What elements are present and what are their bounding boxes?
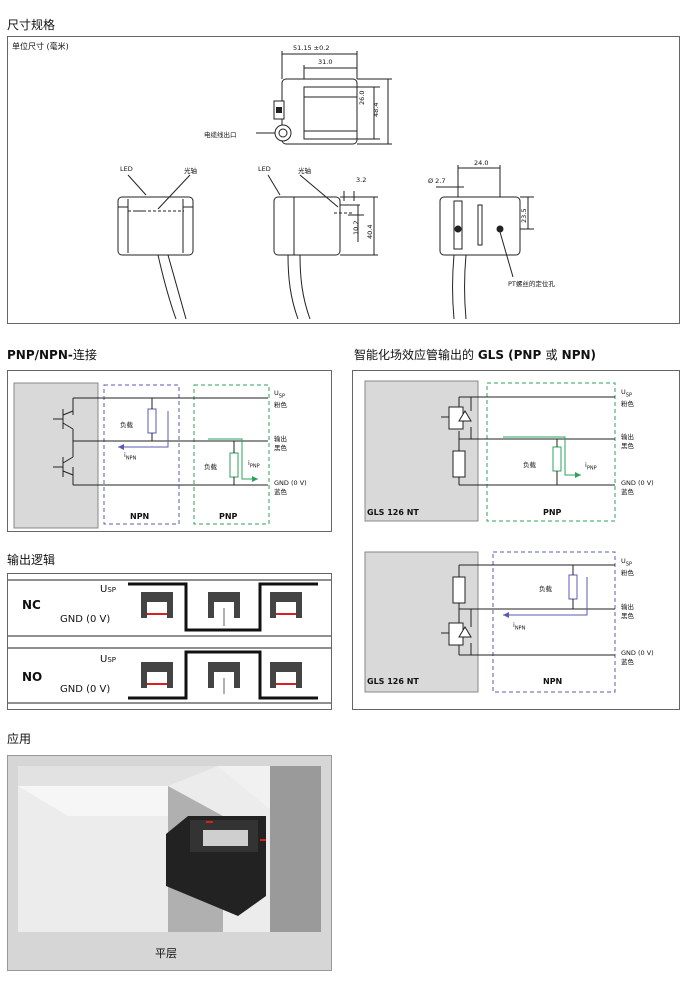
dimensions-panel: 单位尺寸 (毫米) [7,36,680,324]
gls-npn-usp-cn: 粉色 [621,569,634,578]
gls-pnp-load: 负载 [523,461,536,469]
pnp-npn-title: PNP/NPN-连接 [7,346,97,363]
gls-pnp-device: GLS 126 NT [367,508,419,517]
gls-title-pre: 智能化场效应管输出的 [354,348,478,362]
pt-hole-label: PT螺丝的定位孔 [508,280,555,288]
optical-axis-label-side: 光轴 [298,167,311,175]
application-caption: 平层 [155,947,177,960]
gls-npn-gnd-label: GND (0 V) [621,649,654,657]
dim-diameter: Ø 2.7 [428,177,446,185]
gls-npn-usp-sub: SP [625,561,632,568]
gls-pnp-usp-sub: SP [625,392,632,399]
application-title: 应用 [7,732,32,746]
dim-10-2: 10.2 [352,220,360,235]
gls-pnp-type: PNP [543,508,562,517]
gls-diagram [364,380,616,693]
load-label-pnp: 负载 [204,463,217,471]
gls-npn-i-sub: NPN [514,625,526,632]
gls-npn-usp-u: U [621,557,626,565]
npn-label: NPN [130,512,150,521]
inpn-sub: NPN [125,455,137,462]
optical-axis-label-front: 光轴 [184,167,197,175]
gls-pnp-usp-cn: 粉色 [621,400,634,409]
out-label: 输出 [274,435,287,443]
gls-pnp-out-cn: 黑色 [621,442,634,450]
nc-label: NC [22,598,41,612]
application-panel: 平层 [7,755,332,971]
gls-pnp-i-sub: PNP [586,465,597,472]
logic-diagram [8,579,331,704]
pnp-npn-title-rest: 连接 [72,348,97,362]
gls-npn-gnd: GND (0 V)蓝色 [621,649,654,667]
gls-pnp-gnd-cn: 蓝色 [621,488,634,496]
gnd-cn: 蓝色 [274,488,287,496]
logic-usp-u: U [100,584,108,595]
gnd-label: GND (0 V) [274,479,307,487]
gls-npn-load: 负载 [539,585,552,593]
unit-label: 单位尺寸 (毫米) [12,42,69,51]
inpn-i: i [124,451,126,459]
gls-npn-out: 输出黑色 [621,603,634,621]
gls-title-mid: 或 [545,348,558,362]
dim-40-4: 40.4 [366,224,374,239]
output-label-1: 输出黑色 [274,435,287,453]
cable-exit-label: 电缆线出口 [204,131,237,139]
application-image [18,766,321,932]
logic-usp-no: USP [100,654,116,665]
logic-usp-sub2: SP [107,656,116,664]
gls-npn-i: i [513,621,515,629]
gls-title-bold2: NPN) [557,348,597,362]
gls-pnp-usp-u: U [621,388,626,396]
no-label: NO [22,670,43,684]
logic-gnd-nc: GND (0 V) [60,614,111,625]
usp-cn: 粉色 [274,401,287,410]
led-label-side: LED [258,165,271,173]
dimension-drawing [117,51,534,320]
gls-title: 智能化场效应管输出的 GLS (PNP 或 NPN) [354,346,596,363]
gnd-label-1: GND (0 V)蓝色 [274,479,307,497]
gls-pnp-out: 输出黑色 [621,433,634,451]
pnp-npn-diagram [13,382,270,529]
ipnp-sub: PNP [249,463,260,470]
gls-pnp-out-label: 输出 [621,433,634,441]
gls-npn-out-label: 输出 [621,603,634,611]
pnp-npn-title-bold: PNP/NPN- [7,348,73,362]
usp-sub: SP [278,393,285,400]
dim-23-5: 23.5 [520,208,528,223]
connector-icon [276,107,282,113]
ipnp-i: i [248,459,250,467]
out-cn: 黑色 [274,444,287,452]
gls-npn-out-cn: 黑色 [621,612,634,620]
gls-npn-device: GLS 126 NT [367,677,419,686]
dim-width-inner: 31.0 [318,58,333,66]
load-label-npn: 负载 [120,421,133,429]
gls-npn-type: NPN [543,677,563,686]
dim-width-total: 51.15 ±0.2 [293,44,330,52]
dim-height-inner: 26.0 [358,90,366,105]
usp-u: U [274,389,279,397]
logic-usp-u2: U [100,654,108,665]
led-label-front: LED [120,165,133,173]
logic-usp-nc: USP [100,584,116,595]
dim-3-2: 3.2 [356,176,367,184]
logic-panel: NC NO USP GND (0 V) USP GND (0 V) [7,573,332,710]
dim-height-total: 48.4 [372,102,380,117]
dimensions-title: 尺寸规格 [7,18,56,32]
gls-pnp-i: i [585,461,587,469]
gls-pnp-gnd-label: GND (0 V) [621,479,654,487]
logic-gnd-no: GND (0 V) [60,684,111,695]
gls-title-bold1: GLS (PNP [477,348,546,362]
logic-title: 输出逻辑 [7,553,56,567]
dim-24: 24.0 [474,159,489,167]
logic-usp-sub: SP [107,586,116,594]
gls-pnp-gnd: GND (0 V)蓝色 [621,479,654,497]
pnp-label: PNP [219,512,238,521]
gls-npn-gnd-cn: 蓝色 [621,658,634,666]
